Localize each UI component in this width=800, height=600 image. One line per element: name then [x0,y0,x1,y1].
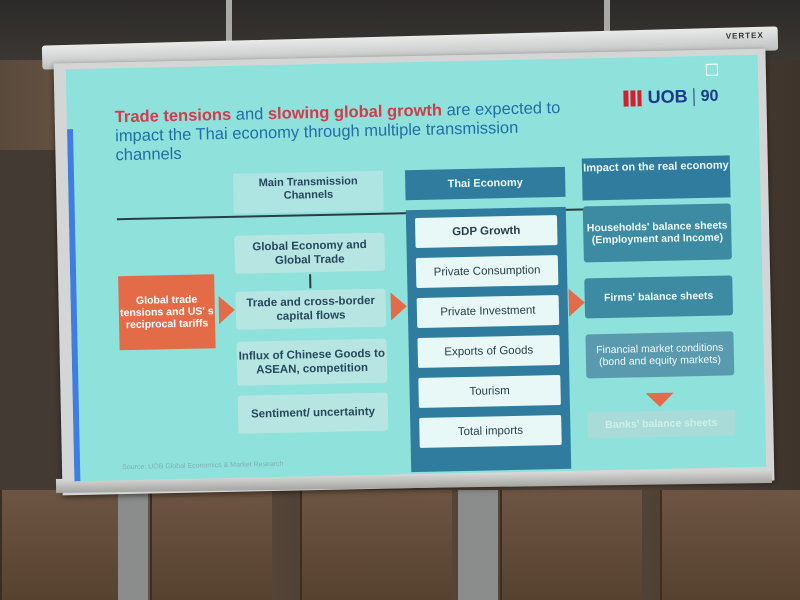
wood-panel-1 [0,490,122,600]
thai-item: GDP Growth [414,215,558,249]
arrow-right-icon [218,295,236,325]
thai-item: Total imports [419,414,562,448]
screen-brand: VERTEX [725,30,764,41]
pillar-right [458,490,498,600]
channel-connector [309,274,312,289]
header-thai-economy: Thai Economy [404,166,566,201]
anniversary-logo: 90 [700,87,719,105]
title-highlight-1: Trade tensions [114,105,232,127]
impact-item: Households' balance sheets (Employment a… [582,203,732,263]
pillar-left [118,490,148,600]
wood-panel-4 [500,490,642,600]
fullscreen-icon [705,63,719,76]
thai-item: Exports of Goods [417,335,561,368]
arrow-down-icon [645,392,674,408]
wood-panel-5 [660,490,800,600]
left-wall-panel [0,150,62,490]
ceiling-pole-left [226,0,232,42]
impact-item: Banks' balance sheets [587,409,736,439]
channel-item: Sentiment/ uncertainty [237,392,389,434]
impact-item: Financial market conditions (bond and eq… [585,331,735,379]
driver-box: Global trade tensions and US' s reciproc… [118,274,216,351]
uob-logo: UOB 90 [623,86,719,109]
wood-panel-3 [300,490,452,600]
ceiling-pole-right [604,0,610,36]
title-highlight-2: slowing global growth [267,101,443,124]
slide: Trade tensions and slowing global growth… [65,54,767,482]
arrow-right-icon [568,288,586,317]
arrow-right-icon [390,292,408,321]
impact-item: Firms' balance sheets [584,275,734,319]
channel-item: Trade and cross-border capital flows [235,288,387,330]
wood-panel-2 [150,490,272,600]
channel-item: Global Economy and Global Trade [234,232,386,274]
slide-title: Trade tensions and slowing global growth… [115,98,586,165]
header-impact: Impact on the real economy [581,155,731,201]
thai-item: Private Consumption [415,255,559,288]
logo-divider [693,87,695,106]
uob-logo-text: UOB [647,86,688,108]
thai-item: Tourism [418,375,561,408]
uob-logo-icon [623,89,642,107]
header-channels: Main Transmission Channels [232,170,384,214]
thai-item: Private Investment [416,295,560,328]
source-note: Source: UOB Global Economics & Market Re… [122,460,284,472]
title-connector: and [231,105,269,124]
channel-item: Influx of Chinese Goods to ASEAN, compet… [236,338,388,386]
